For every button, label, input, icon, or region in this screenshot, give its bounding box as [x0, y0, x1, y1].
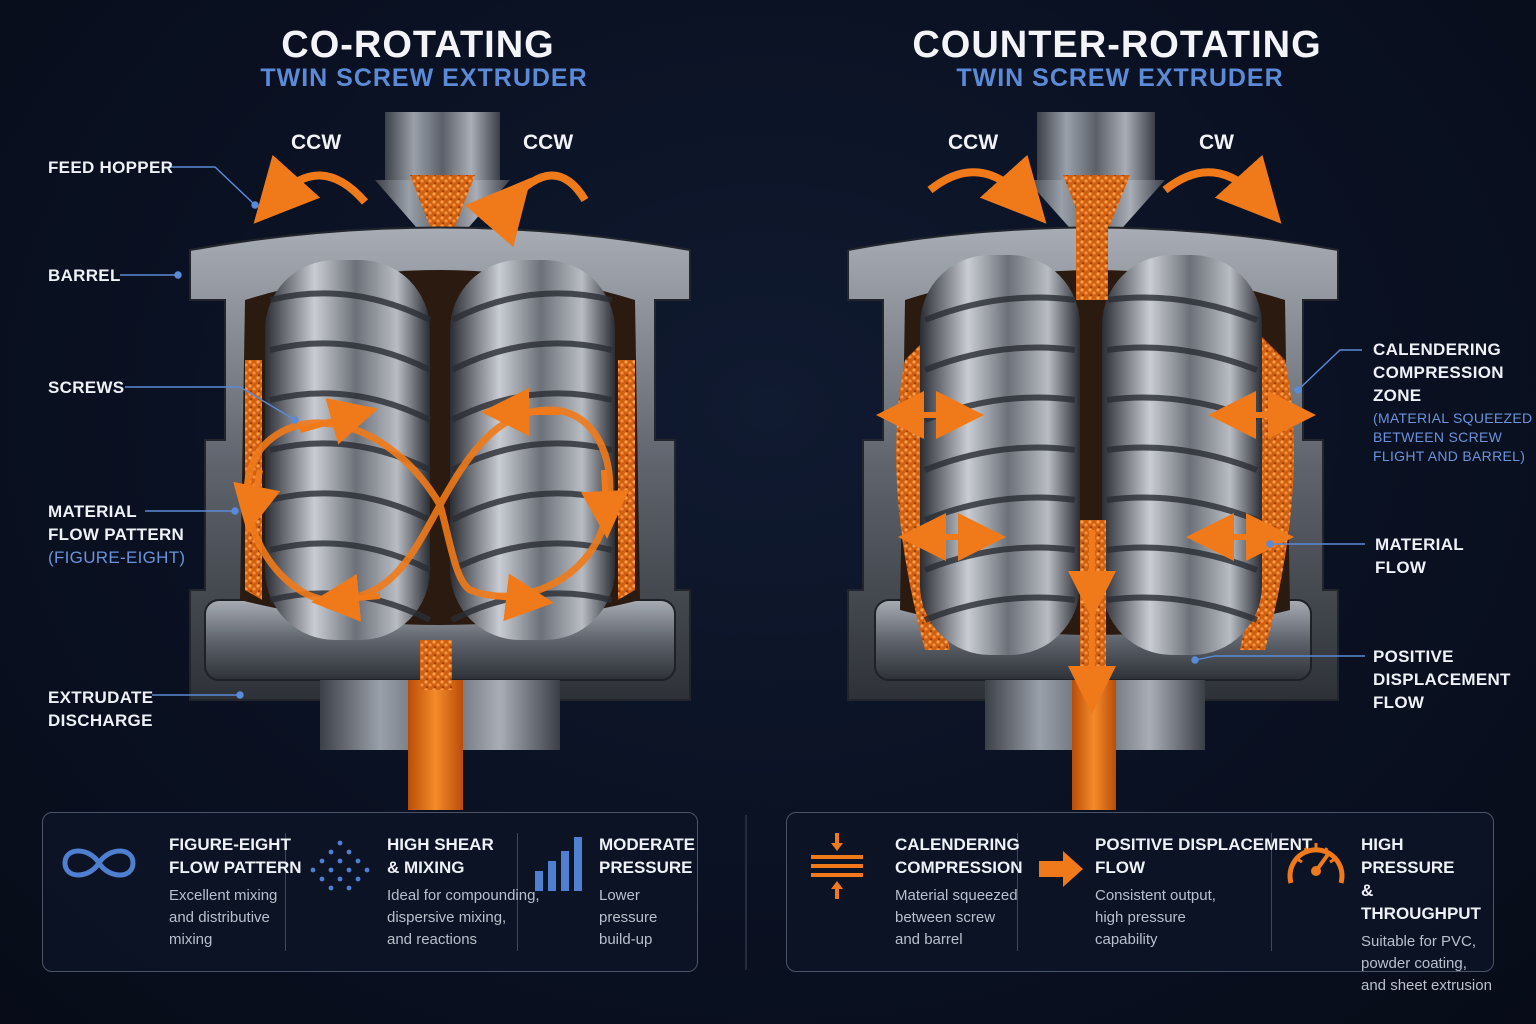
counter-rotating-extruder: [847, 112, 1365, 810]
feature-high-pressure: HIGH PRESSURE & THROUGHPUT Suitable for …: [1361, 835, 1492, 994]
compression-icon: [811, 833, 863, 899]
positive-displacement-label: POSITIVE DISPLACEMENT FLOW: [1373, 647, 1511, 712]
left-screw-rotation-label: CCW: [291, 131, 342, 154]
material-flow-pattern-label: MATERIAL FLOW PATTERN (FIGURE-EIGHT): [48, 502, 186, 567]
feature-calendering: CALENDERING COMPRESSION Material squeeze…: [895, 835, 1023, 948]
co-rotating-subtitle: TWIN SCREW EXTRUDER: [260, 64, 588, 92]
calendering-zone-note: (MATERIAL SQUEEZED BETWEEN SCREW FLIGHT …: [1373, 410, 1533, 464]
feature-high-shear: HIGH SHEAR & MIXING Ideal for compoundin…: [387, 835, 540, 948]
co-rotating-title: CO-ROTATING: [281, 24, 555, 66]
feature-moderate-pressure: MODERATE PRESSURE Lower pressure build-u…: [599, 835, 696, 948]
counter-rotating-subtitle: TWIN SCREW EXTRUDER: [956, 64, 1284, 92]
counter-rotating-title: COUNTER-ROTATING: [912, 24, 1322, 66]
feature-figure-eight: FIGURE-EIGHT FLOW PATTERN Excellent mixi…: [169, 835, 302, 948]
co-rotating-features-panel: FIGURE-EIGHT FLOW PATTERN Excellent mixi…: [42, 812, 698, 972]
gauge-icon: [1287, 843, 1345, 884]
arrow-right-icon: [1039, 851, 1083, 887]
barrel-label: BARREL: [48, 266, 121, 285]
screws-label: SCREWS: [48, 378, 125, 397]
counter-left-rotation-label: CCW: [948, 131, 999, 154]
extrudate-discharge-label: EXTRUDATE DISCHARGE: [48, 688, 154, 730]
dots-icon: [310, 840, 370, 891]
feed-hopper-label: FEED HOPPER: [48, 158, 174, 177]
co-rotating-extruder: [120, 112, 691, 810]
bars-icon: [535, 837, 582, 891]
material-flow-label: MATERIAL FLOW: [1375, 535, 1464, 577]
feature-positive-displacement: POSITIVE DISPLACEMENT FLOW Consistent ou…: [1095, 835, 1313, 948]
infinity-icon: [62, 848, 136, 878]
counter-right-rotation-label: CW: [1199, 131, 1234, 154]
calendering-zone-label: CALENDERING COMPRESSION ZONE: [1373, 340, 1504, 405]
counter-rotating-features-panel: CALENDERING COMPRESSION Material squeeze…: [786, 812, 1494, 994]
right-screw-rotation-label: CCW: [523, 131, 574, 154]
